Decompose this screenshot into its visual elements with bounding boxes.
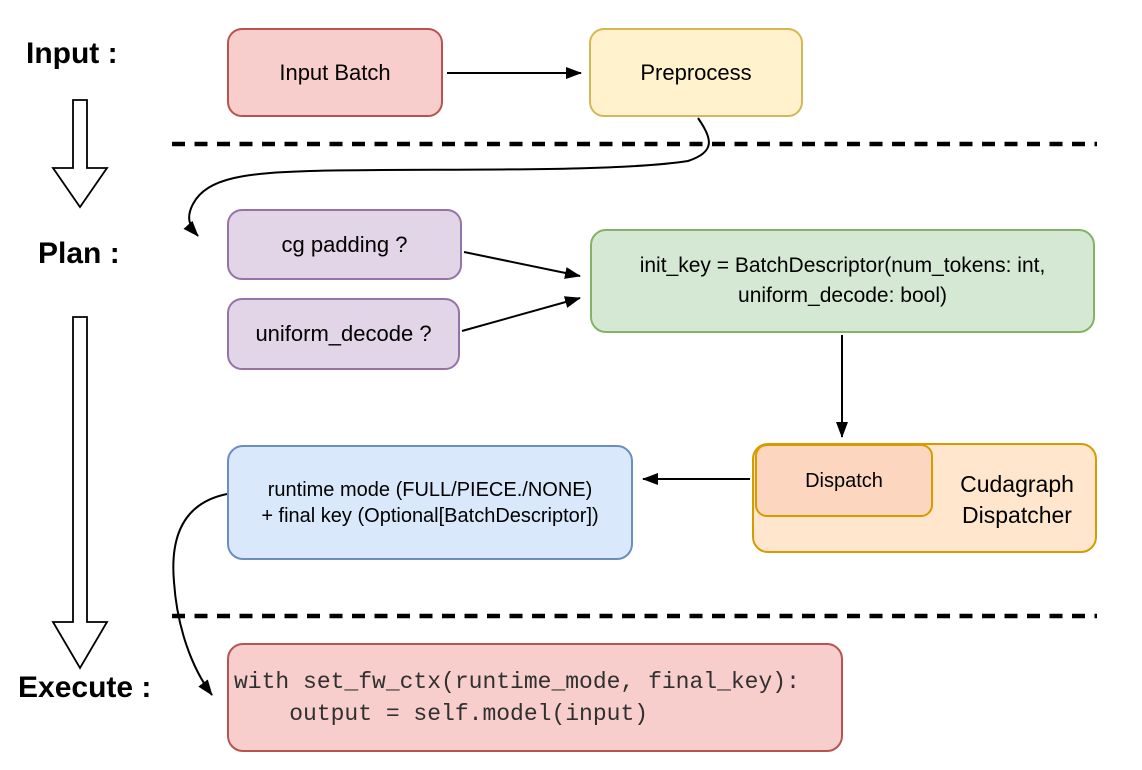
- uniform-decode-label: uniform_decode ?: [255, 321, 432, 346]
- cudagraph-dispatcher-label: Cudagraph Dispatcher: [935, 445, 1099, 555]
- cg-padding-label: cg padding ?: [281, 231, 408, 257]
- node-preprocess: Preprocess: [589, 28, 803, 117]
- init-key-line1: init_key = BatchDescriptor(num_tokens: i…: [639, 254, 1046, 277]
- arrow-preprocess-to-cg-padding: [183, 117, 710, 237]
- arrow-runtime-mode-to-execute-code: [172, 493, 228, 696]
- flow-arrow-input-to-plan: [51, 99, 109, 209]
- execute-code-line1: with set_fw_ctx(runtime_mode, final_key)…: [234, 668, 800, 695]
- plan-stage-label: Plan :: [38, 237, 120, 270]
- cudagraph-dispatcher-line2: Dispatcher: [962, 502, 1072, 528]
- init-key-line2: uniform_decode: bool): [738, 284, 947, 307]
- input-batch-label: Input Batch: [279, 59, 391, 85]
- node-uniform-decode: uniform_decode ?: [227, 298, 460, 370]
- arrow-uniform-decode-to-init-key: [461, 296, 581, 332]
- node-dispatch: Dispatch: [755, 444, 933, 517]
- runtime-mode-line2: + final key (Optional[BatchDescriptor]): [261, 504, 599, 527]
- flow-arrow-plan-to-execute: [51, 316, 109, 670]
- node-runtime-mode: runtime mode (FULL/PIECE./NONE) + final …: [227, 445, 633, 560]
- input-stage-label: Input :: [26, 37, 118, 70]
- execute-stage-label: Execute :: [18, 671, 152, 704]
- arrow-cg-padding-to-init-key: [463, 251, 581, 279]
- node-cg-padding: cg padding ?: [227, 209, 462, 280]
- node-input-batch: Input Batch: [227, 28, 443, 117]
- preprocess-label: Preprocess: [640, 59, 752, 85]
- node-init-key: init_key = BatchDescriptor(num_tokens: i…: [590, 229, 1095, 333]
- cudagraph-dispatcher-line1: Cudagraph: [960, 471, 1074, 497]
- node-execute-code: with set_fw_ctx(runtime_mode, final_key)…: [227, 643, 843, 752]
- dispatch-label: Dispatch: [805, 469, 883, 492]
- runtime-mode-line1: runtime mode (FULL/PIECE./NONE): [267, 478, 593, 501]
- execute-code-line2: output = self.model(input): [234, 700, 649, 727]
